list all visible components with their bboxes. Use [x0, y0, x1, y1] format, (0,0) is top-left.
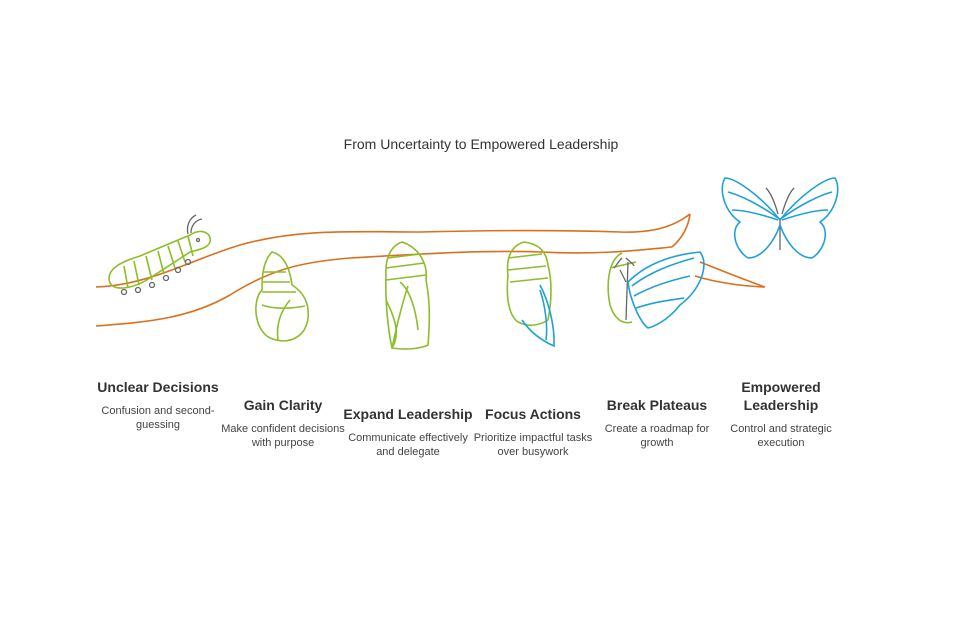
stage-break-plateaus: Break Plateaus Create a roadmap for grow… — [587, 396, 727, 450]
emerging-butterfly-icon — [607, 251, 705, 329]
stage-empowered-leadership: Empowered Leadership Control and strateg… — [711, 378, 851, 450]
curled-pupa-icon — [255, 251, 310, 342]
caterpillar-icon — [108, 214, 211, 296]
stage-heading: Break Plateaus — [606, 397, 708, 413]
butterfly-icon — [721, 177, 839, 259]
stage-heading: Unclear Decisions — [97, 379, 219, 395]
chrysalis-icon — [385, 241, 431, 350]
stage-heading: Expand Leadership — [343, 406, 473, 422]
stage-heading: Empowered Leadership — [741, 379, 821, 413]
stage-expand-leadership: Expand Leadership Communicate effectivel… — [338, 405, 478, 459]
stage-description: Confusion and second-guessing — [101, 405, 215, 431]
stage-heading: Gain Clarity — [243, 397, 323, 413]
stage-description: Create a roadmap for growth — [604, 423, 710, 449]
chrysalis-wing-icon — [506, 241, 555, 348]
stage-description: Communicate effectively and delegate — [348, 432, 468, 458]
branch-icon — [95, 213, 766, 327]
stage-unclear-decisions: Unclear Decisions Confusion and second-g… — [88, 378, 228, 432]
stage-gain-clarity: Gain Clarity Make confident decisions wi… — [213, 396, 353, 450]
diagram-title: From Uncertainty to Empowered Leadership — [343, 136, 619, 152]
stage-description: Prioritize impactful tasks over busywork — [473, 432, 593, 458]
stage-description: Control and strategic execution — [730, 423, 832, 449]
stage-description: Make confident decisions with purpose — [221, 423, 345, 449]
stage-focus-actions: Focus Actions Prioritize impactful tasks… — [463, 405, 603, 459]
stage-heading: Focus Actions — [485, 406, 581, 422]
